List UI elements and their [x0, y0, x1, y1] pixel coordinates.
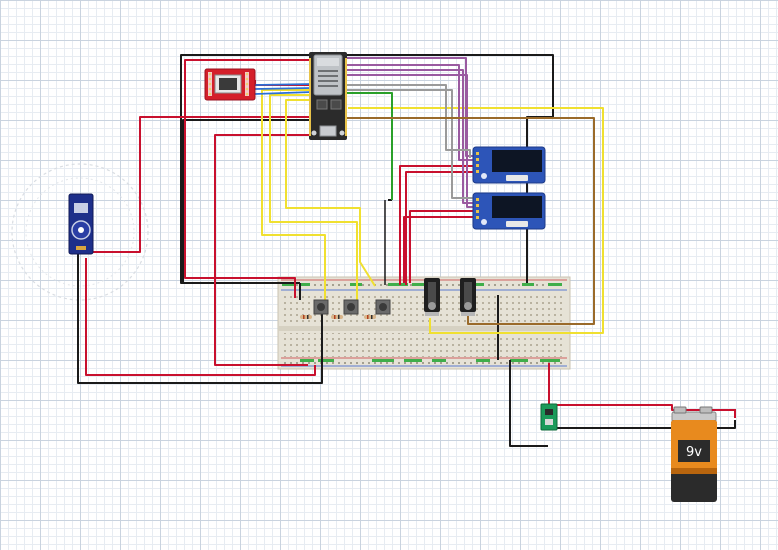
push-button-1 — [313, 299, 329, 315]
servo-motor — [68, 193, 94, 255]
push-button-3 — [375, 299, 391, 315]
resistors — [300, 315, 376, 319]
esp32-board — [309, 52, 347, 140]
oled-display-2 — [472, 192, 546, 230]
potentiometer-1 — [424, 278, 440, 316]
battery-label: 9v — [686, 445, 702, 460]
servo-sweep-guide — [11, 163, 149, 301]
potentiometer-2 — [460, 278, 476, 316]
push-button-2 — [343, 299, 359, 315]
motor-driver-module — [204, 68, 256, 101]
servo-sweep-guide-inner — [25, 177, 135, 287]
voltage-regulator-module — [540, 403, 558, 431]
battery-leads — [712, 409, 736, 418]
battery-9v: 9v — [671, 406, 717, 502]
oled-display-1 — [472, 146, 546, 184]
wires — [77, 54, 736, 447]
